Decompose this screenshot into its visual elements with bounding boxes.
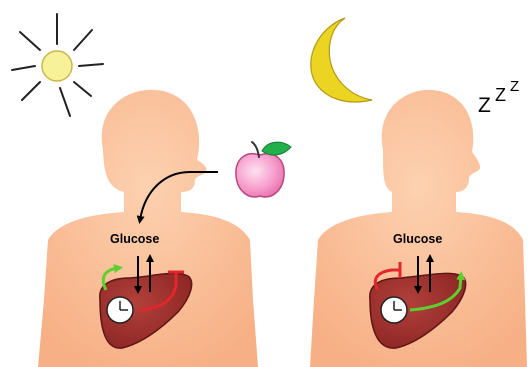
svg-text:Z: Z [495, 85, 506, 105]
clock-icon-day [107, 297, 133, 323]
sun-icon [12, 14, 103, 116]
glucose-label-night: Glucose [393, 232, 442, 246]
sleep-zzz-text: Z Z Z [478, 78, 519, 117]
svg-text:Z: Z [510, 78, 519, 95]
clock-icon-night [381, 297, 407, 323]
svg-text:Z: Z [478, 94, 491, 117]
glucose-label-day: Glucose [110, 232, 159, 246]
crescent-moon-icon [311, 18, 372, 102]
apple-icon [236, 142, 291, 197]
